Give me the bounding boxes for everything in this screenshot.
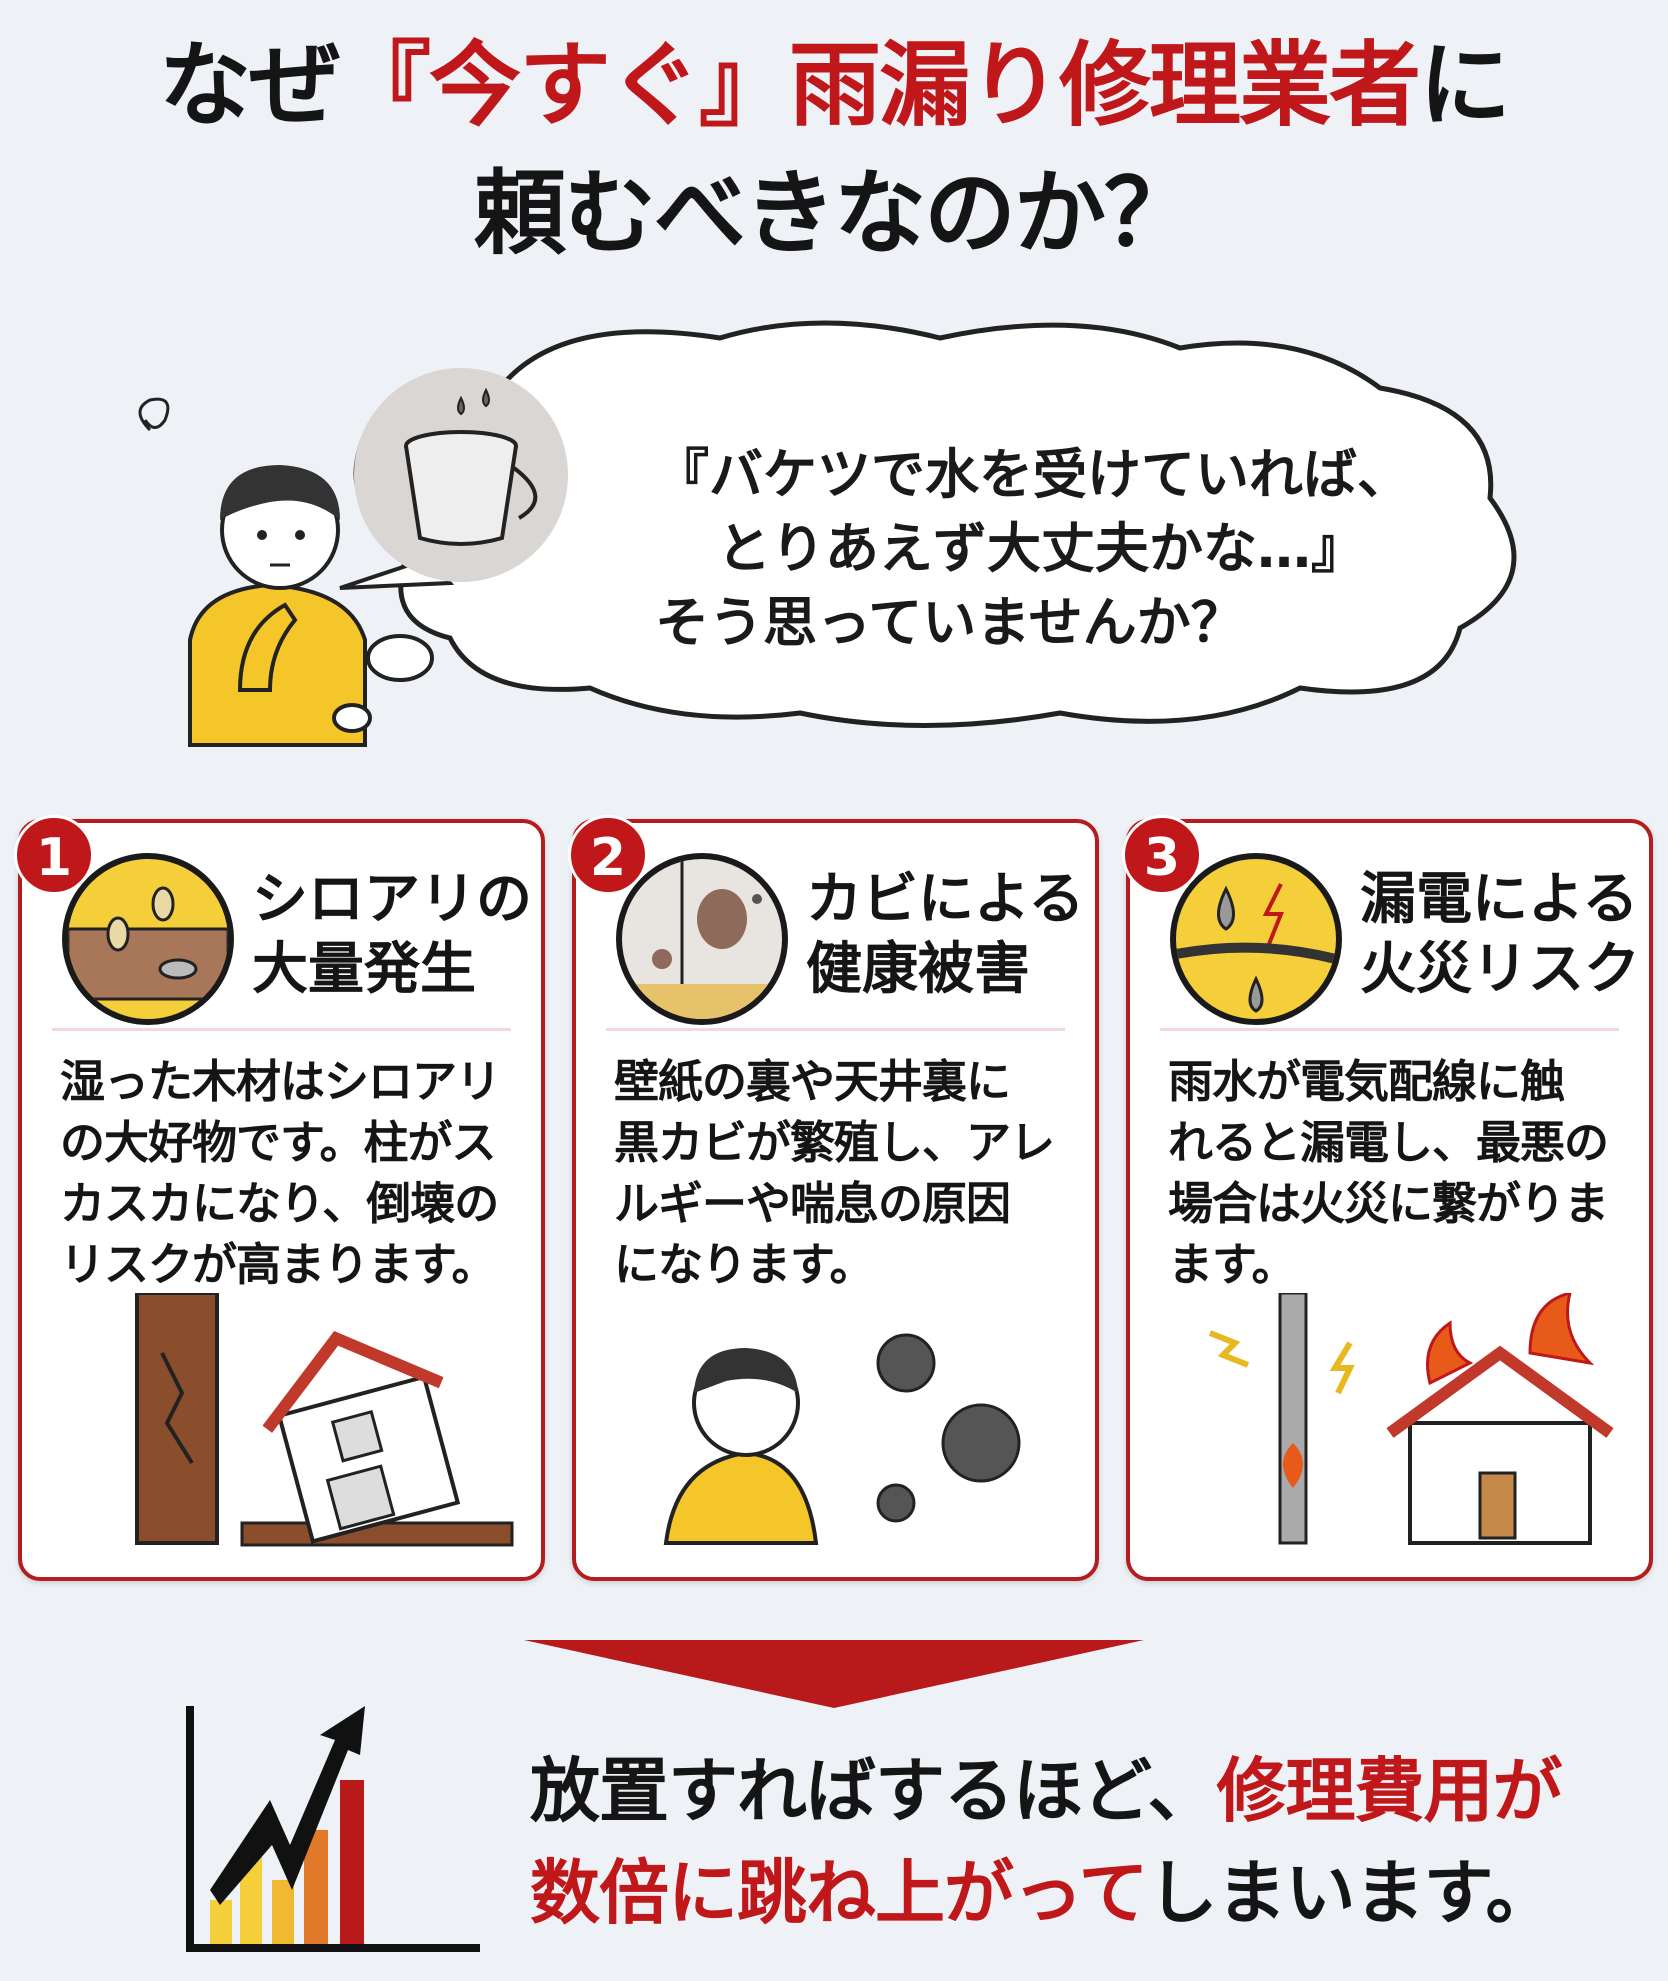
mold-wall-icon (616, 853, 788, 1025)
risk-card-mold: 2 カビによる健康被害 壁紙の裏や天井裏に黒カビが繁殖し、アレルギーや喘息の原因… (568, 815, 1099, 1581)
card-heading-line: 健康被害 (806, 937, 1030, 1002)
card-body-line: リスクが高まります。 (60, 1238, 497, 1291)
card-number-badge: 1 (14, 815, 94, 895)
coughing-person-mold-spores-illustration (663, 1333, 1021, 1545)
card-body-line: の大好物です。柱がス (60, 1116, 497, 1169)
card-heading-line: カビによる (806, 867, 1085, 932)
worried-person-illustration (138, 397, 367, 747)
card-body-line: になります。 (614, 1238, 875, 1291)
electric-leak-icon (1170, 853, 1342, 1025)
conclusion-text: 放置すればするほど、修理費用が 数倍に跳ね上がってしまいます。 (530, 1740, 1563, 1944)
card-body-line: 雨水が電気配線に触 (1168, 1055, 1565, 1108)
card-number-badge: 2 (568, 815, 648, 895)
headline-red: 『今すぐ』雨漏り修理業者 (338, 32, 1421, 139)
card-body-line: 壁紙の裏や天井裏に (614, 1055, 1011, 1108)
conclusion-black-2: しまいます。 (1147, 1852, 1556, 1934)
card-body-line: 黒カビが繁殖し、アレ (614, 1116, 1055, 1169)
headline-line-2: 頼むべきなのか？ (473, 160, 1196, 267)
conclusion-red-2: 数倍に跳ね上がって (530, 1852, 1148, 1934)
card-number-badge: 3 (1122, 815, 1202, 895)
card-body-line: 湿った木材はシロアリ (60, 1055, 501, 1108)
sparking-wire-burning-house-illustration (1208, 1293, 1614, 1545)
rising-cost-chart-icon (186, 1706, 480, 1952)
card-heading-line: 大量発生 (252, 937, 476, 1002)
quote-line-3: そう思っていませんか？ (655, 591, 1245, 654)
divider (606, 1028, 1065, 1031)
card-heading-line: 漏電による (1360, 867, 1639, 932)
headline-line-1: なぜ『今すぐ』雨漏り修理業者に (0, 40, 1668, 132)
risk-card-termites: 1 シロアリの大量発生 湿った木材はシロアリの大好物です。柱がスカスカになり、倒… (14, 815, 545, 1581)
card-heading-line: 火災リスク (1360, 937, 1640, 1002)
card-body-line: ます。 (1168, 1238, 1297, 1291)
headline-black: なぜ (158, 32, 341, 139)
termite-icon (62, 853, 234, 1025)
conclusion-red-1: 修理費用が (1216, 1750, 1563, 1832)
headline-black-end: に (1419, 32, 1511, 139)
conclusion-black-1: 放置すればするほど、 (530, 1750, 1217, 1832)
quote-line-1: 『バケツで水を受けていれば、 (655, 443, 1411, 506)
card-body-line: カスカになり、倒壊の (60, 1177, 499, 1230)
card-body-line: れると漏電し、最悪の (1168, 1116, 1609, 1169)
thought-quote: 『バケツで水を受けていれば、 とりあえず大丈夫かな…』 そう思っていませんか？ (655, 438, 1411, 660)
divider (52, 1028, 511, 1031)
card-heading-line: シロアリの (252, 867, 532, 932)
risk-card-electric-fire: 3 漏電による火災リスク 雨水が電気配線に触れると漏電し、最悪の場合は火災に繋が… (1122, 815, 1653, 1581)
card-body-line: 場合は火災に繋がりま (1168, 1177, 1609, 1230)
rotten-pillar-collapsing-house-illustration (135, 1293, 514, 1547)
bucket-icon (354, 368, 568, 582)
quote-line-2: とりあえず大丈夫かな…』 (717, 517, 1365, 580)
down-arrow-icon (524, 1640, 1144, 1708)
divider (1160, 1028, 1619, 1031)
card-body-line: ルギーや喘息の原因 (614, 1177, 1011, 1230)
confusion-swirl-icon (138, 397, 170, 432)
